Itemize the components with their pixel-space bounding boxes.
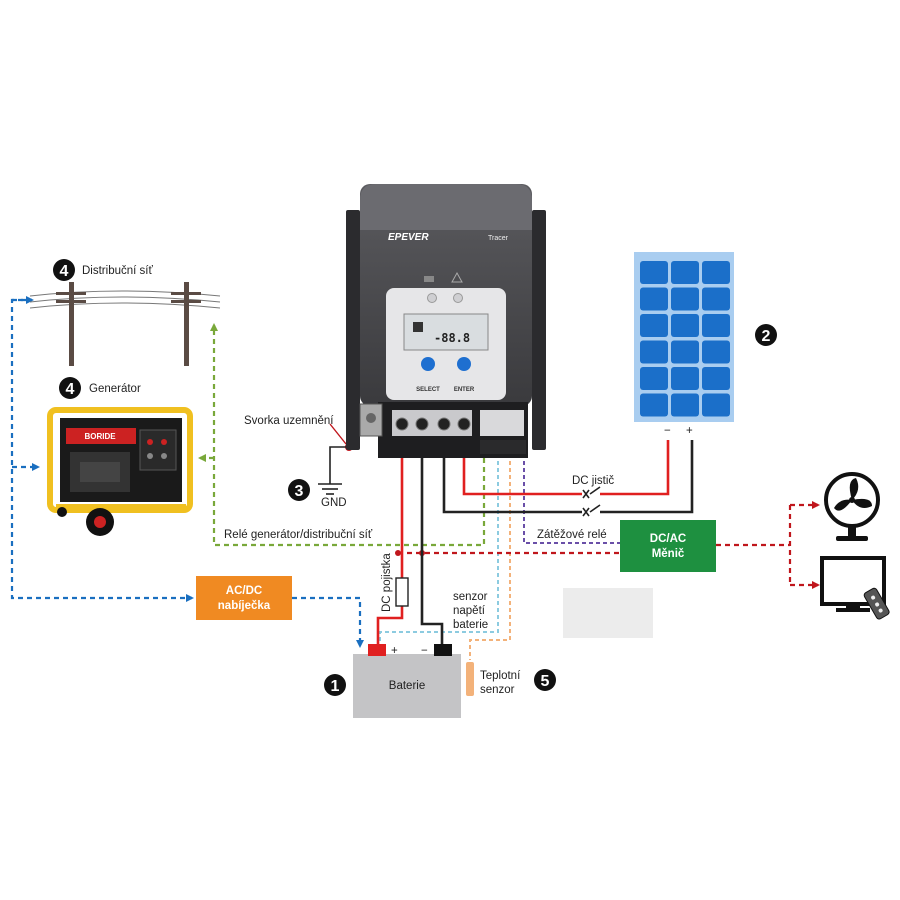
panel-plus-label: + <box>686 425 693 437</box>
voltage-sensor-label-1: senzor <box>453 591 488 603</box>
generator-brand: BORIDE <box>84 432 116 441</box>
grid-charger-line <box>10 296 364 648</box>
solar-cell <box>671 287 699 311</box>
solar-cell <box>671 393 699 417</box>
temp-sensor-label-1: Teplotní <box>480 670 521 682</box>
grid-label: Distribuční síť <box>82 265 153 277</box>
panel-minus-label: − <box>664 425 671 437</box>
svg-text:1: 1 <box>331 678 340 695</box>
svg-text:nabíječka: nabíječka <box>218 600 271 612</box>
charge-controller: EPEVER Tracer -88.8 SELECT ENTER <box>346 184 546 458</box>
solar-cell <box>702 367 730 390</box>
voltage-sensor-label-2: napětí <box>453 605 486 617</box>
dc-fuse-label: DC pojistka <box>381 553 393 612</box>
select-label: SELECT <box>416 387 440 393</box>
svg-text:4: 4 <box>60 263 69 280</box>
load-output-line <box>398 501 820 589</box>
lcd-pv-icon <box>413 322 423 332</box>
controller-model: Tracer <box>488 235 509 242</box>
solar-cell <box>640 367 668 390</box>
select-button[interactable] <box>421 357 435 371</box>
inverter-box: DC/AC Měnič <box>620 520 716 572</box>
solar-cell <box>640 314 668 337</box>
temp-badge: 5 <box>534 669 556 691</box>
dc-fuse <box>395 577 409 607</box>
ground-symbol <box>318 446 349 495</box>
grid-power-lines <box>29 282 221 366</box>
dc-breaker-symbol <box>582 486 601 517</box>
ground-terminal-label: Svorka uzemnění <box>244 415 334 427</box>
solar-badge: 2 <box>755 324 777 346</box>
svg-text:DC/AC: DC/AC <box>650 533 686 545</box>
fan-icon <box>824 472 880 541</box>
solar-cell <box>702 287 730 311</box>
grid-badge: 4 <box>53 259 75 281</box>
solar-cell <box>640 261 668 284</box>
solar-cell <box>640 287 668 311</box>
solar-cell <box>671 261 699 284</box>
solar-cell <box>702 340 730 364</box>
solar-cell <box>702 314 730 337</box>
temp-sensor-label-2: senzor <box>480 684 515 696</box>
solar-cell <box>671 314 699 337</box>
solar-cell <box>702 261 730 284</box>
acdc-charger-box: AC/DC nabíječka <box>196 576 292 620</box>
battery-minus-label: − <box>421 645 428 657</box>
generator-label: Generátor <box>89 383 141 395</box>
battery-badge: 1 <box>324 674 346 696</box>
generator-badge: 4 <box>59 377 81 399</box>
battery-plus-label: + <box>391 645 398 657</box>
enter-button[interactable] <box>457 357 471 371</box>
svg-text:AC/DC: AC/DC <box>226 585 262 597</box>
svg-text:4: 4 <box>66 381 75 398</box>
solar-cell <box>640 393 668 417</box>
svg-text:3: 3 <box>295 483 304 500</box>
generator-image: BORIDE <box>47 407 193 536</box>
voltage-sensor-label-3: baterie <box>453 619 488 631</box>
tv-icon <box>820 556 890 620</box>
load-relay-label: Zátěžové relé <box>537 529 607 541</box>
gnd-label: GND <box>321 497 347 509</box>
junction-dot <box>395 550 401 556</box>
svg-text:5: 5 <box>541 673 550 690</box>
lcd-value: -88.8 <box>434 331 470 345</box>
solar-cell <box>702 393 730 417</box>
battery-negative-wire <box>420 420 444 646</box>
dc-breaker-label: DC jistič <box>572 475 614 487</box>
svg-text:2: 2 <box>762 328 771 345</box>
solar-panel <box>634 252 734 422</box>
solar-cell <box>671 367 699 390</box>
blank-placeholder-box <box>563 588 653 638</box>
controller-brand: EPEVER <box>388 232 429 243</box>
battery-label: Baterie <box>389 680 425 692</box>
ground-badge: 3 <box>288 479 310 501</box>
enter-label: ENTER <box>454 387 475 393</box>
svg-text:Měnič: Měnič <box>652 548 685 560</box>
load-relay-line <box>523 440 620 544</box>
solar-cell <box>671 340 699 364</box>
temp-sensor-probe <box>466 662 474 696</box>
temp-sensor-line <box>469 440 511 660</box>
gen-grid-relay-label: Relé generátor/distribuční síť <box>224 529 373 541</box>
ground-pointer <box>329 423 347 445</box>
solar-cell <box>640 340 668 364</box>
battery: + − Baterie <box>353 644 461 718</box>
gen-grid-relay-line <box>198 323 486 547</box>
